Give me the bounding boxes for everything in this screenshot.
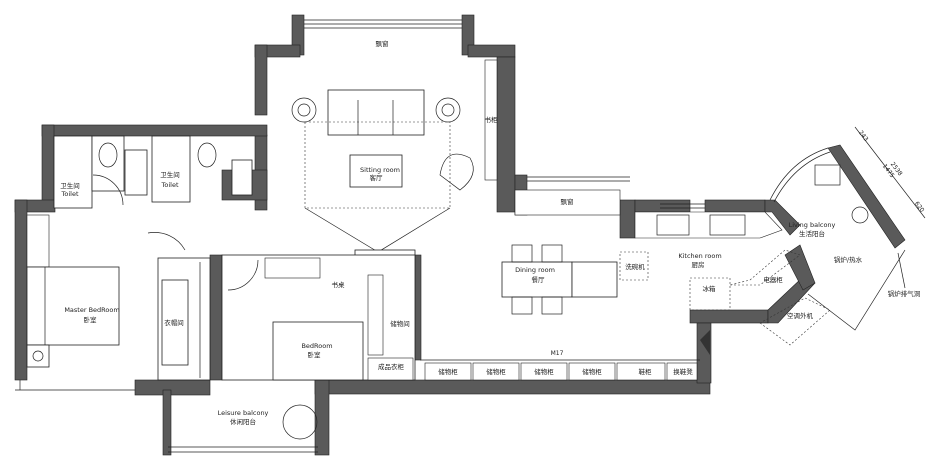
master-bedroom-label-en: Master BedRoom <box>64 306 119 314</box>
door-tag: M17 <box>551 350 564 357</box>
bathrooms: 卫生间 Toilet 卫生间 Toilet <box>53 135 253 209</box>
sitting-room: Sitting room 客厅 飘窗 书柜 <box>291 39 499 257</box>
storage-room-label: 储物间 <box>390 319 410 328</box>
fridge-label: 冰箱 <box>703 284 717 293</box>
kitchen-label-cn: 厨房 <box>692 260 705 269</box>
kitchen: 洗碗机 Kitchen room 厨房 冰箱 电器柜 <box>619 211 801 311</box>
toilet-1-label-cn: 卫生间 <box>60 181 80 190</box>
sitting-room-label-cn: 客厅 <box>370 173 384 182</box>
dining-table <box>501 261 573 298</box>
bookcase-label: 书柜 <box>485 115 499 124</box>
leisure-balcony-label-cn: 休闲阳台 <box>230 417 256 426</box>
dining-area: Dining room 餐厅 飘窗 M17 <box>501 189 621 357</box>
sitting-room-label-en: Sitting room <box>360 166 400 174</box>
bay-window-label: 飘窗 <box>376 39 389 48</box>
cabinet-label: 储物柜 <box>534 367 554 376</box>
master-bedroom-label-cn: 卧室 <box>84 315 98 324</box>
cloakroom-label: 衣帽间 <box>164 318 184 327</box>
appliance-cabinet-label: 电器柜 <box>763 275 783 284</box>
ac-outdoor-label: 空调外机 <box>787 311 814 320</box>
dimension-4: 620 <box>913 200 926 214</box>
bedroom-label-en: BedRoom <box>301 342 332 350</box>
entrance-marker <box>700 330 710 355</box>
wardrobe-label: 成品衣柜 <box>378 362 405 371</box>
bed <box>272 321 364 381</box>
leisure-balcony-label-en: Leisure balcony <box>218 409 269 417</box>
bedroom: 书桌 BedRoom 卧室 储物间 成品衣柜 <box>221 254 416 381</box>
leisure-balcony: Leisure balcony 休闲阳台 <box>218 404 318 440</box>
windows <box>15 19 906 453</box>
dining-room-label-cn: 餐厅 <box>532 275 546 284</box>
cabinet-label: 储物柜 <box>438 367 458 376</box>
dimension-1: 243 <box>857 129 870 143</box>
shoe-cabinet-label: 鞋柜 <box>639 367 653 376</box>
bookcase-cabinet <box>484 59 498 181</box>
bed <box>26 266 120 346</box>
dining-room-label-en: Dining room <box>515 266 555 274</box>
bay-window-2-label: 飘窗 <box>561 197 574 206</box>
bedroom-label-cn: 卧室 <box>308 350 322 359</box>
cabinet-label: 储物柜 <box>582 367 602 376</box>
sofa <box>327 89 425 136</box>
walls <box>14 14 906 456</box>
living-balcony-label-en: Living balcony <box>789 221 836 229</box>
boiler-label: 锅炉/热水 <box>834 255 863 264</box>
boiler-vent-label: 锅炉排气洞 <box>888 289 921 298</box>
cabinet-row: 储物柜 储物柜 储物柜 储物柜 鞋柜 换鞋凳 <box>420 330 710 381</box>
coffee-table <box>349 154 403 188</box>
master-bedroom: Master BedRoom 卧室 <box>26 214 186 368</box>
kitchen-label-en: Kitchen room <box>678 252 721 260</box>
cloakroom: 衣帽间 <box>157 257 211 381</box>
toilet-2-label-cn: 卫生间 <box>160 170 180 179</box>
living-balcony-label-cn: 生活阳台 <box>799 229 825 238</box>
toilet-2-label-en: Toilet <box>160 181 178 189</box>
desk-label: 书桌 <box>332 280 346 289</box>
dishwasher-label: 洗碗机 <box>625 262 645 271</box>
shoe-bench-label: 换鞋凳 <box>673 367 693 376</box>
living-balcony: Living balcony 生活阳台 锅炉/热水 锅炉排气洞 空调外机 <box>759 164 921 346</box>
toilet-1-label-en: Toilet <box>60 190 78 198</box>
cabinet-label: 储物柜 <box>486 367 506 376</box>
